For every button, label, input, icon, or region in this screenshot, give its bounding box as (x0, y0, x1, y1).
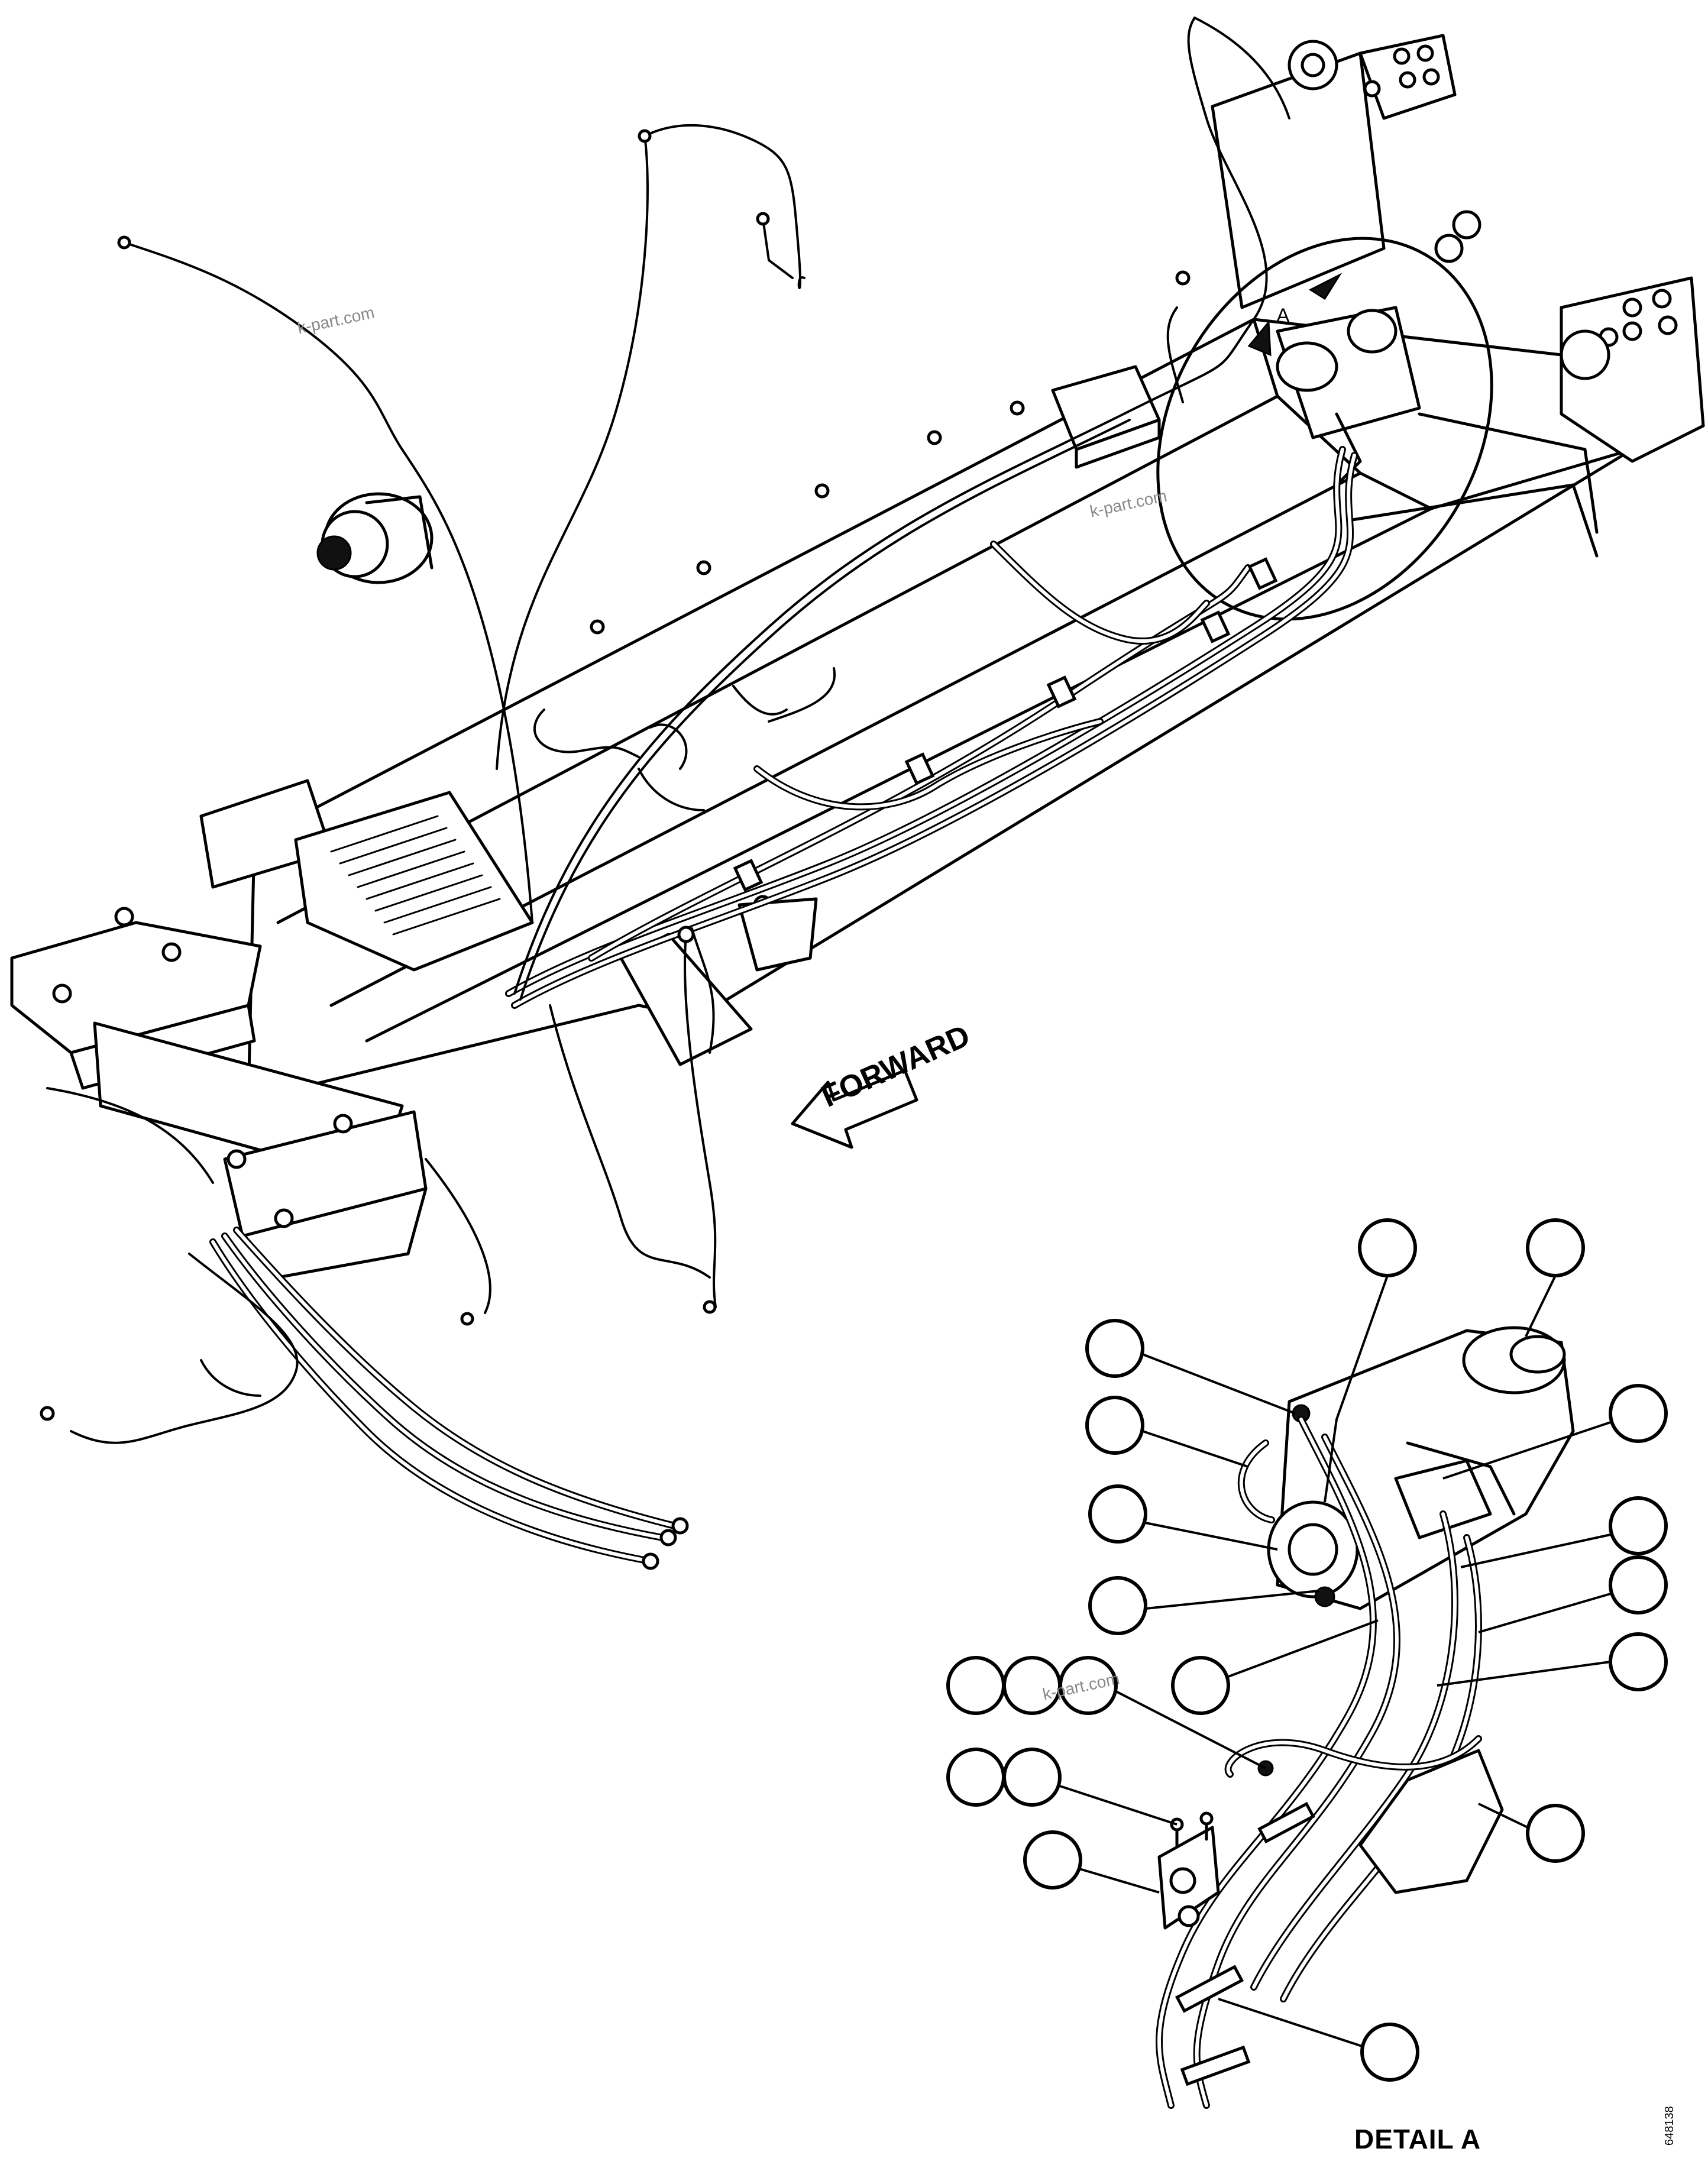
alternator (316, 492, 434, 584)
grille-slots (330, 815, 501, 936)
callout-bubble (1088, 1576, 1147, 1635)
callout-bubble (1171, 1656, 1230, 1715)
callout-bubble (1085, 1319, 1144, 1378)
callout-bubble (1360, 2023, 1419, 2082)
view-arrow-2 (1308, 273, 1343, 300)
callout-bubble (1609, 1496, 1668, 1555)
control-box (1051, 365, 1161, 469)
callout-bubble (1088, 1484, 1147, 1544)
bundle-clamps (733, 557, 1278, 892)
callout-bubble (1002, 1748, 1062, 1807)
callout-bubble (1526, 1804, 1585, 1863)
callout-bubble (1609, 1384, 1668, 1443)
rear-plate-bolts (1363, 44, 1440, 98)
upper-harness-clips (590, 270, 1191, 635)
view-marker: A (1276, 305, 1290, 327)
cable-bundle (505, 446, 1358, 1009)
chassis-frame (10, 34, 1705, 1279)
callout-bubble (1526, 1218, 1585, 1277)
starter-main-view (1276, 210, 1481, 487)
callout-bubble (1023, 1830, 1082, 1889)
lower-harness (40, 1087, 689, 1570)
callout-bubble (1609, 1555, 1668, 1615)
forward-arrow (791, 1069, 918, 1149)
right-plate-bolts (1599, 289, 1678, 347)
drawing-code: 648138 (1663, 2106, 1676, 2146)
center-wires (425, 667, 836, 1326)
view-arrow-1 (1247, 320, 1272, 357)
detail-a-ellipse (1156, 237, 1493, 621)
callout-bubble (1085, 1396, 1144, 1455)
callout-bubble (1609, 1632, 1668, 1691)
detail-title: DETAIL A (1354, 2124, 1481, 2154)
leader-lines (1059, 1275, 1611, 2047)
detail-a-view (1156, 1326, 1575, 2109)
callout-bubble (1358, 1218, 1417, 1277)
callout-bubble (946, 1656, 1005, 1715)
callout-bubble (946, 1748, 1005, 1807)
callout-bubble (1059, 1656, 1118, 1715)
callout-bubbles (946, 1218, 1668, 2082)
